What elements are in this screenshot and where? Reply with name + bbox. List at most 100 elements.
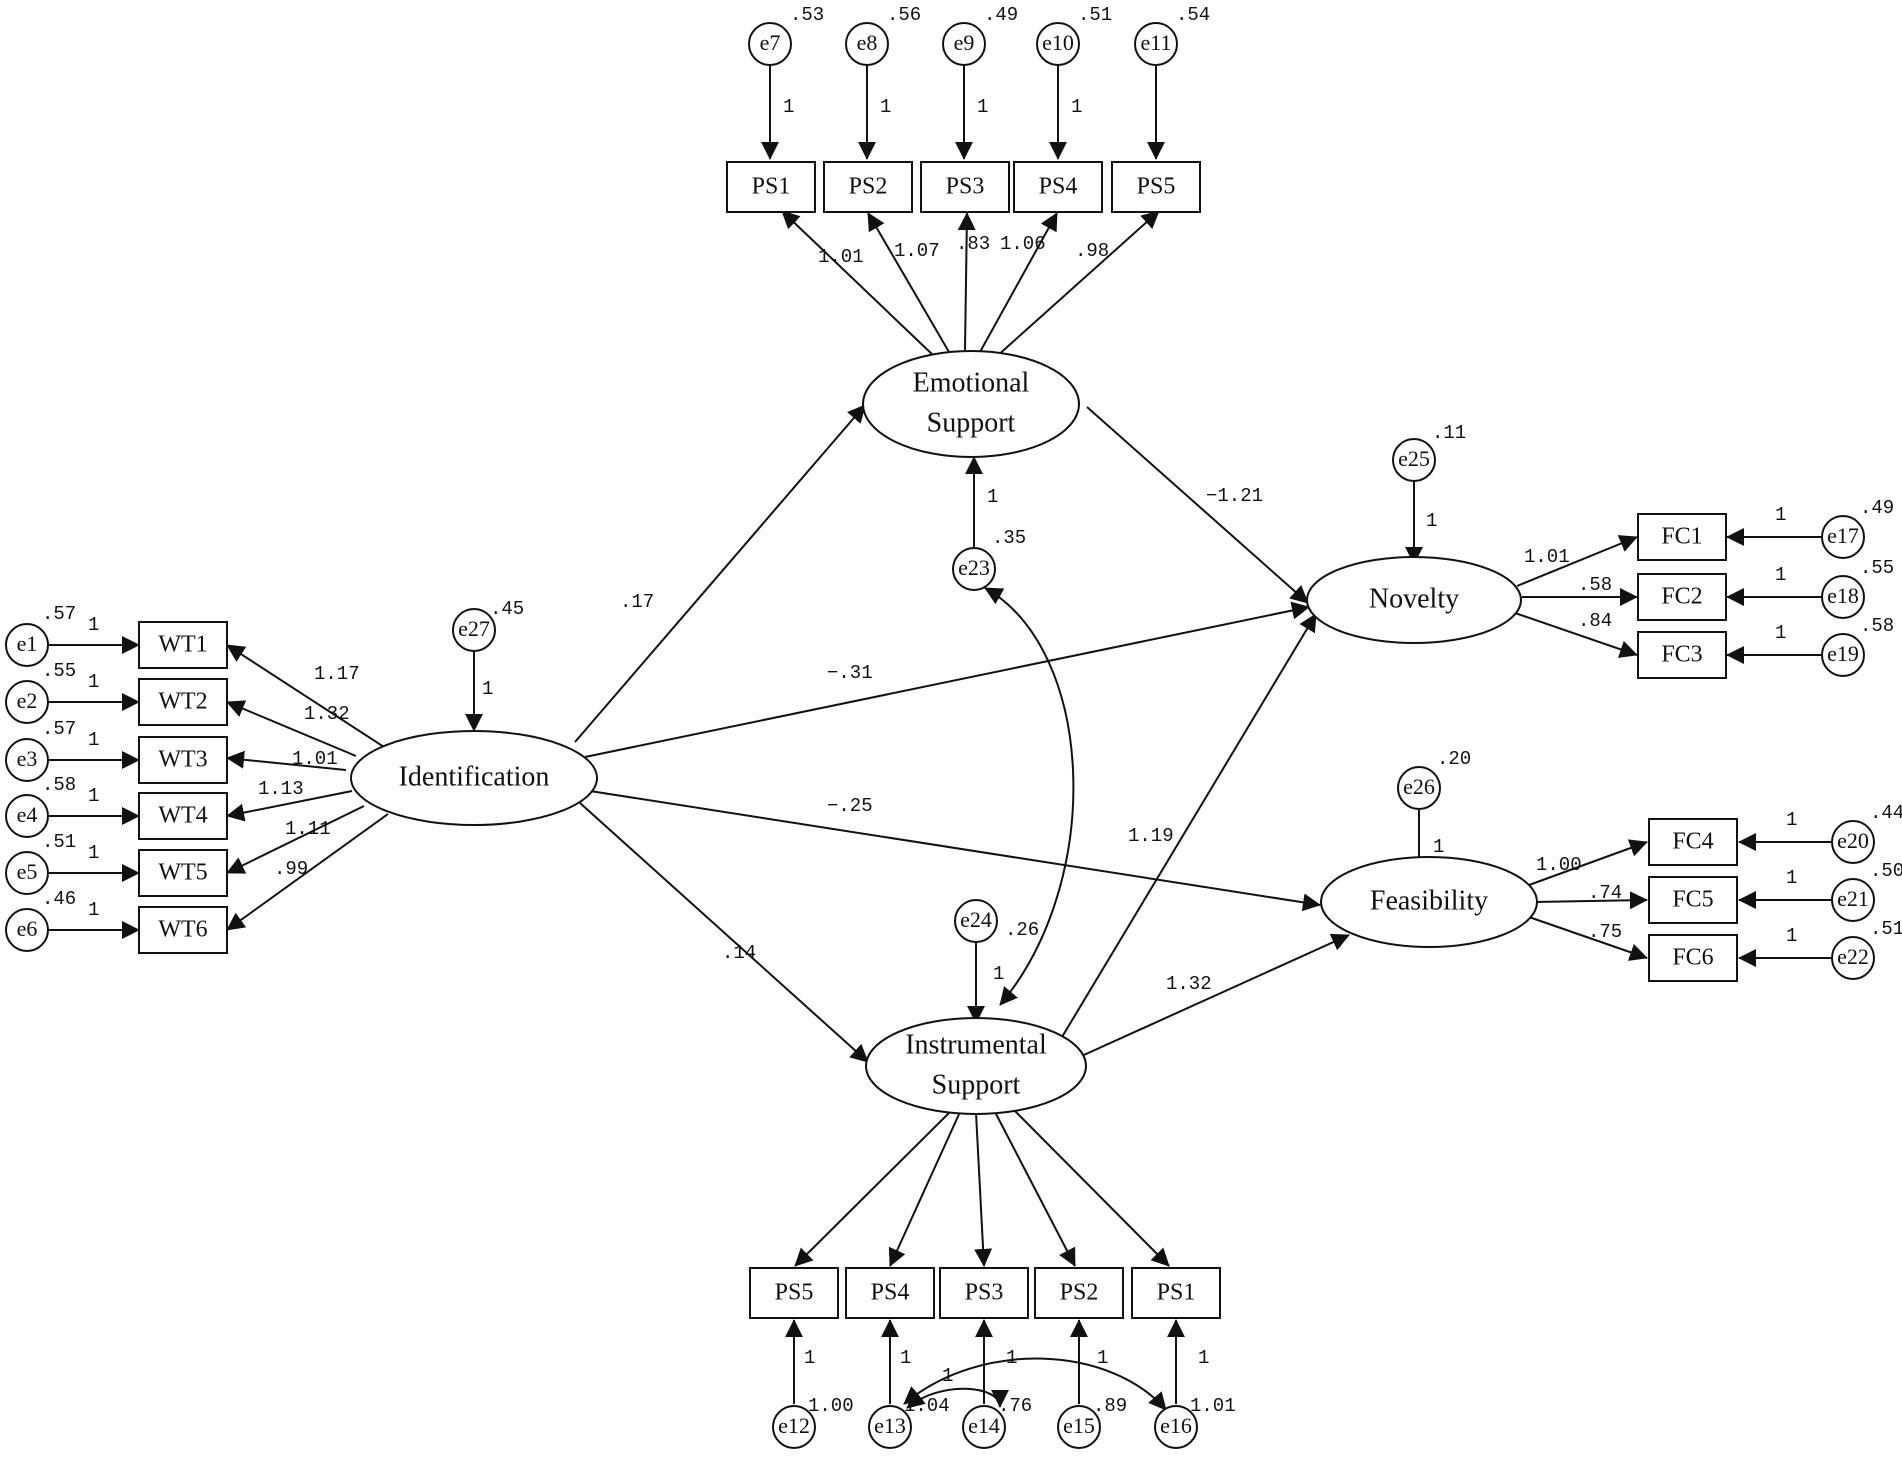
error-circle-label: e15 bbox=[1063, 1413, 1095, 1438]
structural-path-arrow bbox=[1061, 613, 1317, 1038]
path-weight-label: 1 bbox=[987, 486, 998, 508]
error-circle-label: e9 bbox=[954, 30, 975, 55]
variance-label: .49 bbox=[1860, 497, 1894, 519]
path-weight-label: 1 bbox=[993, 963, 1004, 985]
observed-label: PS3 bbox=[965, 1280, 1004, 1306]
observed-label: PS2 bbox=[849, 174, 888, 200]
error-circle bbox=[1831, 820, 1875, 864]
observed-label: FC6 bbox=[1672, 945, 1713, 971]
observed-box bbox=[138, 792, 228, 840]
path-weight-label: 1 bbox=[1775, 564, 1786, 586]
variance-label: .57 bbox=[42, 718, 76, 740]
latent-variables: EmotionalSupportIdentificationNoveltyFea… bbox=[350, 350, 1538, 1115]
error-circle-label: e2 bbox=[17, 688, 38, 713]
observed-label: PS5 bbox=[775, 1280, 814, 1306]
error-circle bbox=[772, 1405, 816, 1449]
error-circle bbox=[5, 908, 49, 952]
observed-label: WT4 bbox=[158, 803, 207, 829]
structural-path-arrow bbox=[1086, 406, 1309, 604]
path-weight-label: 1 bbox=[88, 899, 99, 921]
observed-label: FC5 bbox=[1672, 887, 1713, 913]
loading-arrow bbox=[226, 700, 357, 757]
path-coefficient: 1.32 bbox=[1166, 973, 1212, 995]
variance-label: .49 bbox=[984, 4, 1018, 26]
path-weight-label: 1 bbox=[900, 1347, 911, 1369]
error-circle-label: e20 bbox=[1837, 828, 1869, 853]
loading-arrow bbox=[888, 1111, 961, 1267]
path-weight-label: 1 bbox=[1786, 925, 1797, 947]
variance-label: .51 bbox=[42, 831, 76, 853]
loading-arrow bbox=[974, 1112, 993, 1267]
structural-path-arrow bbox=[584, 601, 1310, 758]
error-circle bbox=[452, 608, 496, 652]
observed-box bbox=[138, 621, 228, 669]
observed-label: PS4 bbox=[871, 1280, 910, 1306]
loading-arrow bbox=[1533, 891, 1648, 910]
observed-box bbox=[1013, 161, 1103, 213]
observed-label: WT1 bbox=[158, 632, 207, 658]
loading-arrow bbox=[957, 212, 976, 351]
error-circle-label: e16 bbox=[1160, 1413, 1192, 1438]
error-circle-label: e11 bbox=[1141, 30, 1172, 55]
observed-box bbox=[1637, 513, 1727, 561]
error-circle-label: e10 bbox=[1042, 30, 1074, 55]
path-weight-label: 1 bbox=[88, 785, 99, 807]
variance-label: .51 bbox=[1870, 918, 1902, 940]
error-circle-label: e1 bbox=[17, 631, 38, 656]
variance-label: .26 bbox=[1005, 919, 1039, 941]
latent-identification-label: Identification bbox=[399, 761, 550, 792]
loading-label: 1.06 bbox=[1000, 233, 1046, 255]
variance-label: .54 bbox=[1176, 4, 1210, 26]
observed-label: WT5 bbox=[158, 860, 207, 886]
observed-box bbox=[138, 906, 228, 954]
error-circle-label: e4 bbox=[17, 802, 38, 827]
variance-label: .55 bbox=[42, 660, 76, 682]
variance-label: .58 bbox=[1860, 615, 1894, 637]
path-weight-label: 1 bbox=[1426, 510, 1437, 532]
path-weight-label: 1 bbox=[880, 96, 891, 118]
path-weight-label: 1 bbox=[88, 842, 99, 864]
loading-arrow bbox=[226, 813, 389, 931]
error-circle-label: e6 bbox=[17, 916, 38, 941]
path-coefficient: −.31 bbox=[827, 662, 873, 684]
error-circle-label: e26 bbox=[1403, 774, 1435, 799]
loading-arrow bbox=[794, 1106, 956, 1267]
observed-label: FC1 bbox=[1661, 524, 1702, 550]
error-circle-label: e19 bbox=[1827, 641, 1859, 666]
observed-box bbox=[138, 736, 228, 784]
latent-feasibility-label: Feasibility bbox=[1370, 885, 1488, 916]
observed-box bbox=[1111, 161, 1201, 213]
loading-label: 1.01 bbox=[818, 246, 864, 268]
loading-label: .74 bbox=[1588, 882, 1622, 904]
structural-path-arrow bbox=[574, 404, 866, 743]
variance-label: 1.00 bbox=[808, 1395, 854, 1417]
loading-label: 1.32 bbox=[304, 703, 350, 725]
loading-arrow bbox=[226, 644, 385, 748]
error-circle-label: e12 bbox=[778, 1413, 810, 1438]
error-circle-label: e23 bbox=[958, 555, 990, 580]
variance-label: .46 bbox=[42, 888, 76, 910]
observed-label: FC2 bbox=[1661, 584, 1702, 610]
path-weight-label: 1 bbox=[1786, 809, 1797, 831]
variance-label: 1.01 bbox=[1190, 1395, 1236, 1417]
path-weight-label: 1 bbox=[1775, 504, 1786, 526]
latent-novelty-label: Novelty bbox=[1369, 583, 1459, 614]
structural-path-arrow bbox=[589, 790, 1321, 912]
error-circle bbox=[5, 680, 49, 724]
loading-arrow bbox=[781, 210, 935, 357]
loading-label: 1.00 bbox=[1536, 854, 1582, 876]
error-circle-label: e18 bbox=[1827, 583, 1859, 608]
observed-box bbox=[1648, 876, 1738, 924]
path-weight-label: 1 bbox=[804, 1347, 815, 1369]
observed-label: PS3 bbox=[946, 174, 985, 200]
error-circle bbox=[1036, 22, 1080, 66]
covariance-label: 1 bbox=[1097, 1347, 1108, 1369]
variance-label: .45 bbox=[490, 598, 524, 620]
loading-arrow bbox=[226, 750, 347, 771]
variance-label: .35 bbox=[992, 527, 1026, 549]
variance-label: .76 bbox=[998, 1395, 1032, 1417]
error-circle bbox=[1821, 515, 1865, 559]
path-weight-label: 1 bbox=[1775, 622, 1786, 644]
path-coefficient: 1.19 bbox=[1128, 825, 1174, 847]
